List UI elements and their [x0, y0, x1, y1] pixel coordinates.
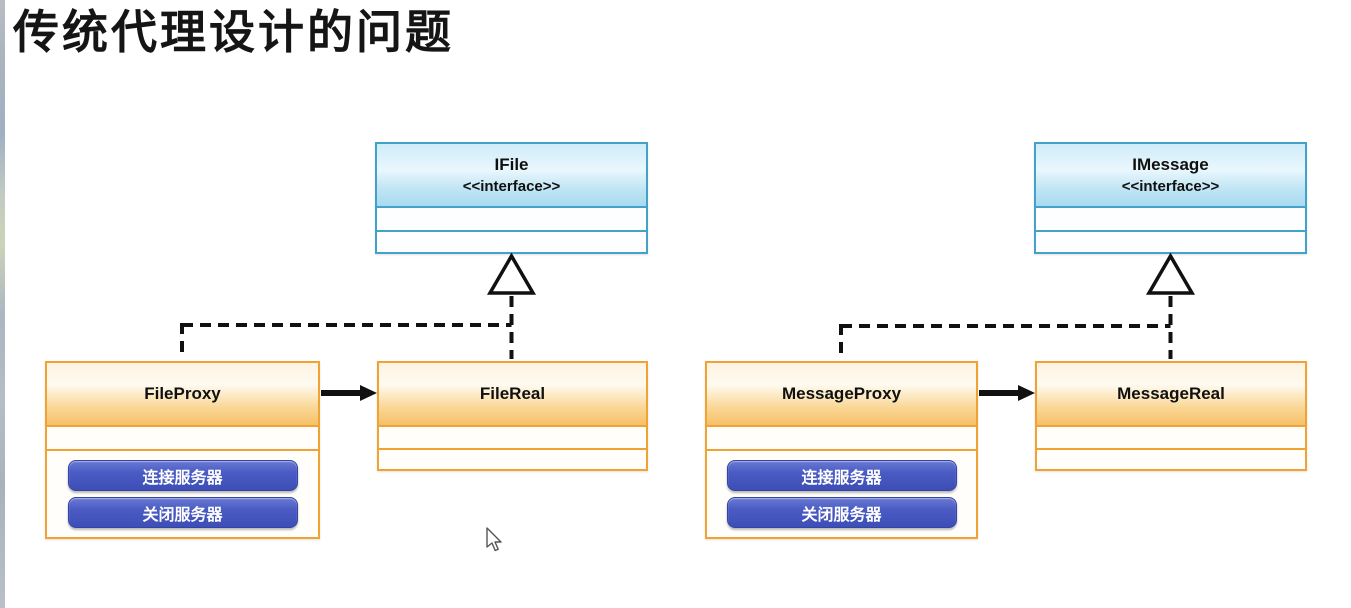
association-arrow-icon	[321, 385, 377, 401]
interface-box-imessage: IMessage <<interface>>	[1034, 142, 1307, 254]
page-title: 传统代理设计的问题	[13, 6, 454, 58]
interface-name: IMessage	[1132, 154, 1209, 174]
class-header: FileProxy	[47, 363, 318, 427]
interface-header: IFile <<interface>>	[377, 144, 646, 208]
association-arrow-icon	[979, 385, 1035, 401]
class-box-fileproxy: FileProxy 连接服务器 关闭服务器	[45, 361, 320, 539]
operations-compartment: 连接服务器 关闭服务器	[707, 451, 976, 535]
connect-server-button[interactable]: 连接服务器	[726, 460, 957, 491]
realization-triangle-icon	[486, 252, 537, 295]
realization-connector-message	[839, 296, 1173, 359]
fields-compartment	[377, 208, 646, 232]
methods-compartment	[1037, 450, 1305, 469]
fields-compartment	[707, 427, 976, 451]
methods-compartment	[379, 450, 646, 469]
fields-compartment	[379, 427, 646, 450]
mouse-pointer-icon	[486, 527, 502, 552]
class-header: MessageReal	[1037, 363, 1305, 427]
interface-name: IFile	[494, 154, 529, 174]
class-box-filereal: FileReal	[377, 361, 648, 471]
fields-compartment	[1036, 208, 1305, 232]
realization-triangle-icon	[1145, 252, 1196, 295]
class-header: FileReal	[379, 363, 646, 427]
interface-stereotype: <<interface>>	[462, 177, 561, 195]
class-name: MessageProxy	[781, 383, 902, 403]
class-header: MessageProxy	[707, 363, 976, 427]
interface-box-ifile: IFile <<interface>>	[375, 142, 648, 254]
left-edge-strip	[0, 0, 5, 608]
class-box-messagereal: MessageReal	[1035, 361, 1307, 471]
connect-server-button[interactable]: 连接服务器	[67, 460, 298, 491]
class-name: FileProxy	[144, 383, 221, 403]
fields-compartment	[47, 427, 318, 451]
class-name: FileReal	[479, 383, 546, 403]
operations-compartment: 连接服务器 关闭服务器	[47, 451, 318, 535]
close-server-button[interactable]: 关闭服务器	[726, 497, 957, 528]
methods-compartment	[1036, 232, 1305, 252]
class-name: MessageReal	[1117, 383, 1225, 403]
interface-stereotype: <<interface>>	[1121, 177, 1220, 195]
methods-compartment	[377, 232, 646, 252]
close-server-button[interactable]: 关闭服务器	[67, 497, 298, 528]
interface-header: IMessage <<interface>>	[1036, 144, 1305, 208]
class-box-messageproxy: MessageProxy 连接服务器 关闭服务器	[705, 361, 978, 539]
fields-compartment	[1037, 427, 1305, 450]
realization-connector-file	[180, 296, 514, 359]
